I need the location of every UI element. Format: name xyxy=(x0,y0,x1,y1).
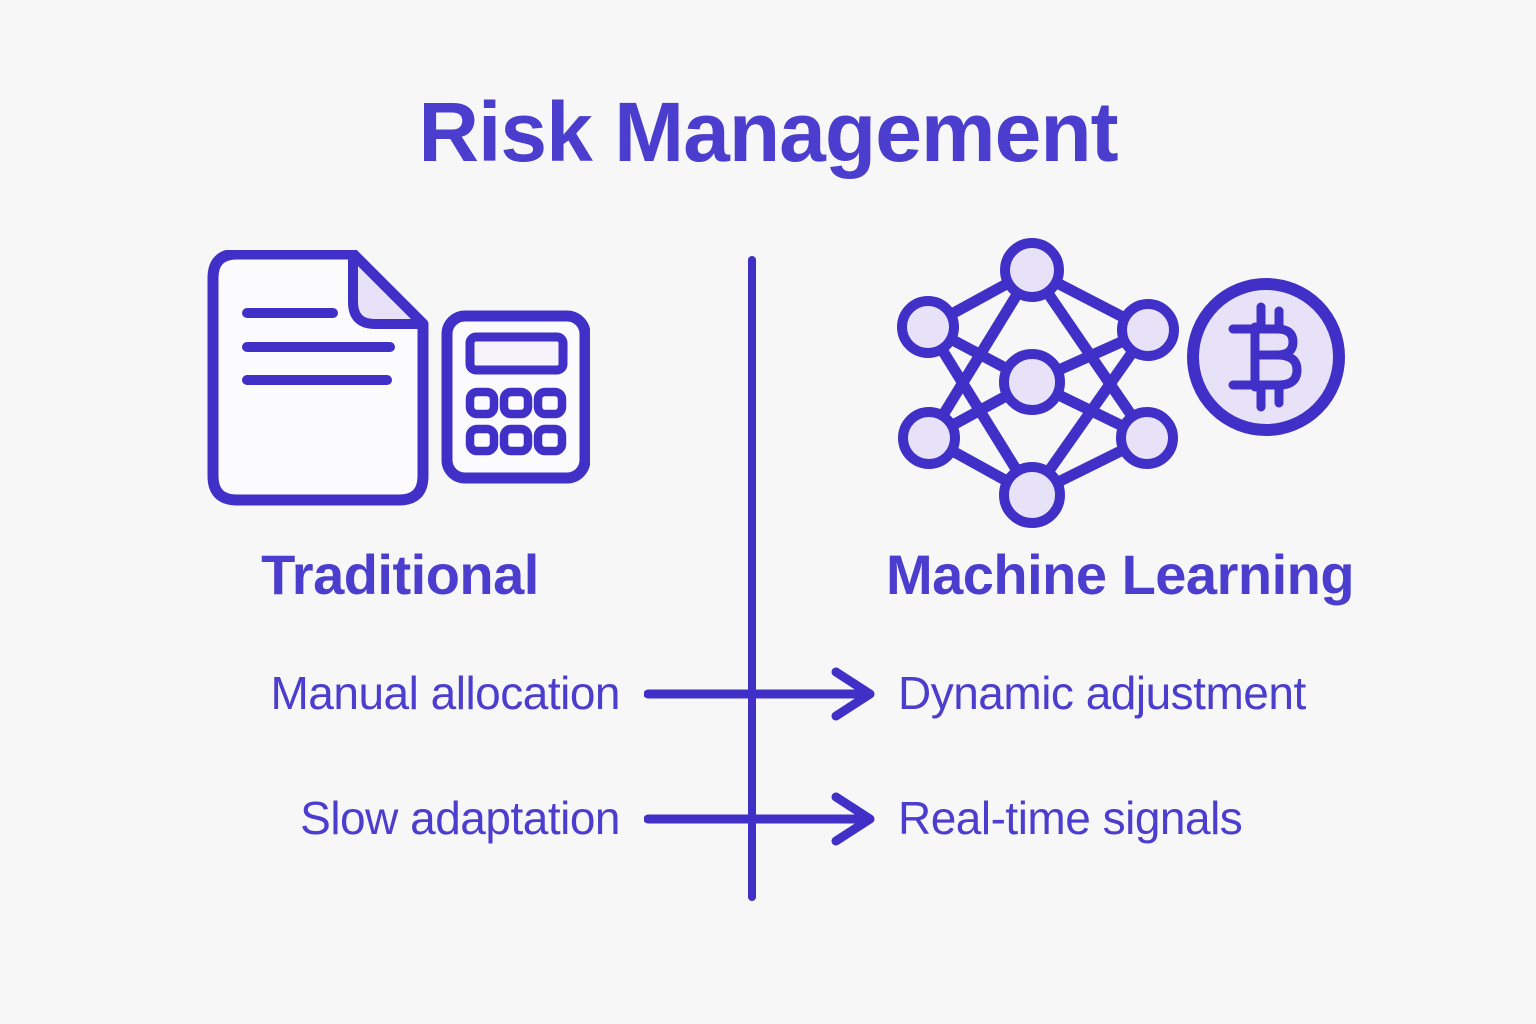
column-label-machine-learning: Machine Learning xyxy=(885,543,1355,606)
arrow-right-icon xyxy=(644,792,875,846)
column-label-traditional: Traditional xyxy=(261,543,539,606)
page-title: Risk Management xyxy=(418,85,1118,179)
document-calculator-illustration xyxy=(207,248,591,506)
row-ml-dynamic-adjustment: Dynamic adjustment xyxy=(898,667,1306,719)
row-traditional-slow-adaptation: Slow adaptation xyxy=(300,792,620,844)
ml-icon-group xyxy=(893,238,1363,538)
row-ml-real-time-signals: Real-time signals xyxy=(898,792,1243,844)
row-traditional-manual-allocation: Manual allocation xyxy=(270,667,620,719)
neural-network-icon xyxy=(897,238,1179,528)
divider-line xyxy=(748,256,756,901)
document-icon xyxy=(207,248,429,506)
calculator-icon xyxy=(441,310,591,484)
bitcoin-icon xyxy=(1187,278,1345,436)
traditional-icon-group xyxy=(205,248,591,515)
arrow-right-icon xyxy=(644,667,875,721)
neural-bitcoin-illustration xyxy=(897,238,1345,528)
